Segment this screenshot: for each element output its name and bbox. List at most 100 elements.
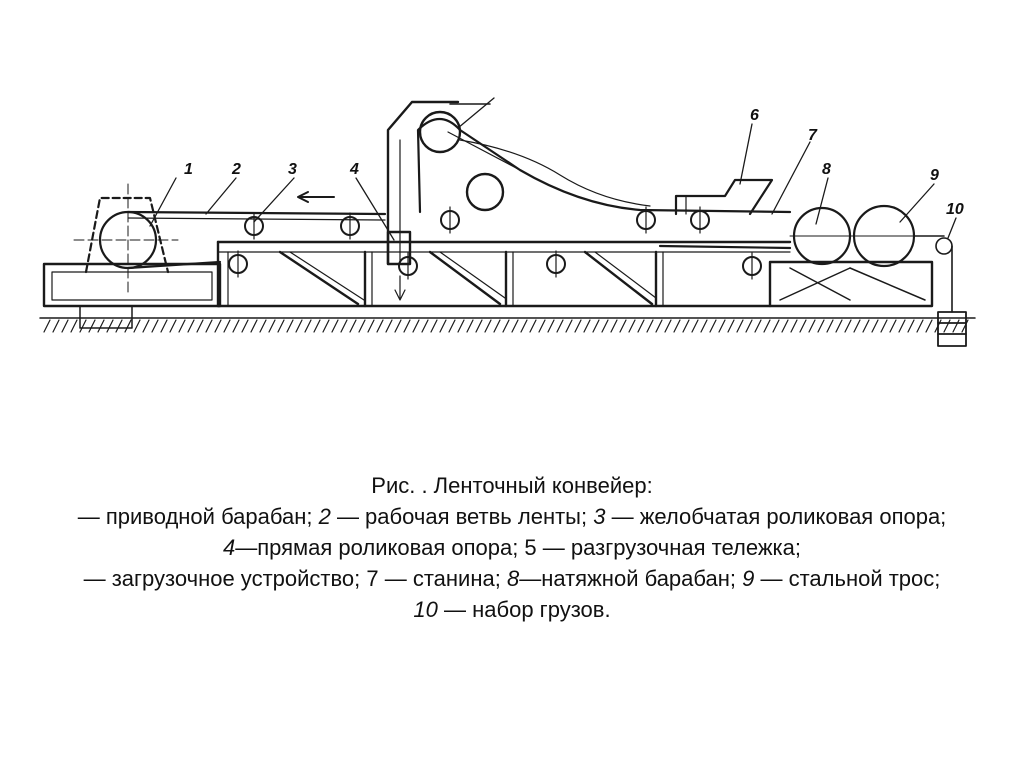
ground-hatch-stroke <box>763 319 771 333</box>
ground-hatch-stroke <box>97 319 105 333</box>
caption-text: — приводной барабан; <box>77 504 319 529</box>
ground-hatch-stroke <box>637 319 645 333</box>
ground-hatch-stroke <box>520 319 528 333</box>
caption-line: 10 — набор грузов. <box>0 594 1024 625</box>
ground-hatch-stroke <box>142 319 150 333</box>
steel-rope <box>913 235 953 313</box>
ground-hatch-stroke <box>241 319 249 333</box>
ground-hatch-stroke <box>313 319 321 333</box>
ground-hatch-stroke <box>691 319 699 333</box>
caption-item-number: 3 <box>593 504 606 529</box>
ground-hatch-stroke <box>322 319 330 333</box>
ground-hatch-stroke <box>160 319 168 333</box>
ground-hatch-stroke <box>430 319 438 333</box>
ground-hatch-stroke <box>367 319 375 333</box>
ground-hatch-stroke <box>205 319 213 333</box>
caption-item-number: 2 <box>318 504 331 529</box>
callout-9: 9 <box>930 167 939 184</box>
tension-drum <box>789 206 855 266</box>
caption-text: — рабочая ветвь ленты; <box>330 504 594 529</box>
ground-hatch-stroke <box>673 319 681 333</box>
ground-hatch-stroke <box>88 319 96 333</box>
troughed-idler <box>340 212 360 240</box>
ground-hatch-stroke <box>961 319 969 333</box>
caption-text: —натяжной барабан; <box>519 566 743 591</box>
ground-hatch-stroke <box>844 319 852 333</box>
weight-set <box>937 311 967 347</box>
figure-caption: Рис. . Ленточный конвейер: — приводной б… <box>0 470 1024 625</box>
ground-hatch-stroke <box>799 319 807 333</box>
ground-hatch-stroke <box>592 319 600 333</box>
ground-hatch-stroke <box>646 319 654 333</box>
ground-hatch-stroke <box>502 319 510 333</box>
ground-hatch-stroke <box>151 319 159 333</box>
ground-hatch-stroke <box>331 319 339 333</box>
caption-item-number: 9 <box>742 566 755 591</box>
ground-hatch-stroke <box>781 319 789 333</box>
movement-direction-arrow <box>297 191 335 203</box>
ground-hatch-stroke <box>601 319 609 333</box>
troughed-idler <box>636 206 656 234</box>
ground-hatch-stroke <box>790 319 798 333</box>
ground-hatch-stroke <box>556 319 564 333</box>
belt-conveyor-diagram: 1 2 3 4 6 7 8 9 10 <box>39 97 976 347</box>
ground-hatch-stroke <box>952 319 960 333</box>
caption-item-number: 10 <box>413 597 438 622</box>
ground-hatch-stroke <box>880 319 888 333</box>
ground-hatch-stroke <box>250 319 258 333</box>
ground-hatch-stroke <box>862 319 870 333</box>
ground-hatch-stroke <box>448 319 456 333</box>
ground-hatch-stroke <box>196 319 204 333</box>
ground-hatch-stroke <box>403 319 411 333</box>
caption-text: — стальной трос; <box>754 566 941 591</box>
ground-hatch-stroke <box>79 319 87 333</box>
ground-hatch-stroke <box>376 319 384 333</box>
ground <box>39 317 976 333</box>
ground-hatch-stroke <box>574 319 582 333</box>
caption-item-number: 8 <box>506 566 520 591</box>
ground-hatch-stroke <box>853 319 861 333</box>
ground-hatch-stroke <box>187 319 195 333</box>
ground-hatch-stroke <box>439 319 447 333</box>
ground-hatch-stroke <box>772 319 780 333</box>
ground-hatch-stroke <box>475 319 483 333</box>
ground-hatch-stroke <box>925 319 933 333</box>
ground-hatch-stroke <box>349 319 357 333</box>
flat-idler <box>742 252 762 280</box>
ground-hatch-stroke <box>565 319 573 333</box>
ground-hatch-stroke <box>466 319 474 333</box>
ground-hatch-stroke <box>385 319 393 333</box>
ground-hatch-stroke <box>106 319 114 333</box>
ground-hatch-stroke <box>583 319 591 333</box>
conveyor-frame <box>42 240 934 308</box>
callout-8: 8 <box>822 161 831 178</box>
troughed-idler <box>244 212 264 240</box>
ground-hatch-stroke <box>682 319 690 333</box>
callout-labels: 1 2 3 4 6 7 8 9 10 <box>184 107 964 218</box>
ground-hatch-stroke <box>709 319 717 333</box>
ground-hatch-stroke <box>214 319 222 333</box>
ground-hatch-stroke <box>907 319 915 333</box>
caption-text: — желобчатая роликовая опора; <box>605 504 947 529</box>
ground-hatch-stroke <box>826 319 834 333</box>
flat-idler <box>546 250 566 278</box>
ground-hatch-stroke <box>610 319 618 333</box>
ground-hatch-stroke <box>304 319 312 333</box>
ground-hatch-stroke <box>889 319 897 333</box>
loading-device <box>674 178 774 216</box>
ground-hatch-stroke <box>277 319 285 333</box>
ground-hatch-stroke <box>754 319 762 333</box>
caption-line: — загрузочное устройство; 7 — станина; 8… <box>0 563 1024 594</box>
ground-hatch-stroke <box>295 319 303 333</box>
flat-idler <box>228 250 248 278</box>
leader-lines <box>149 97 957 241</box>
callout-7: 7 <box>808 127 818 144</box>
ground-hatch-stroke <box>340 319 348 333</box>
ground-hatch-stroke <box>178 319 186 333</box>
ground-hatch-stroke <box>664 319 672 333</box>
ground-hatch-stroke <box>808 319 816 333</box>
ground-hatch-stroke <box>169 319 177 333</box>
ground-hatch-stroke <box>259 319 267 333</box>
ground-hatch-stroke <box>529 319 537 333</box>
ground-hatch-stroke <box>898 319 906 333</box>
